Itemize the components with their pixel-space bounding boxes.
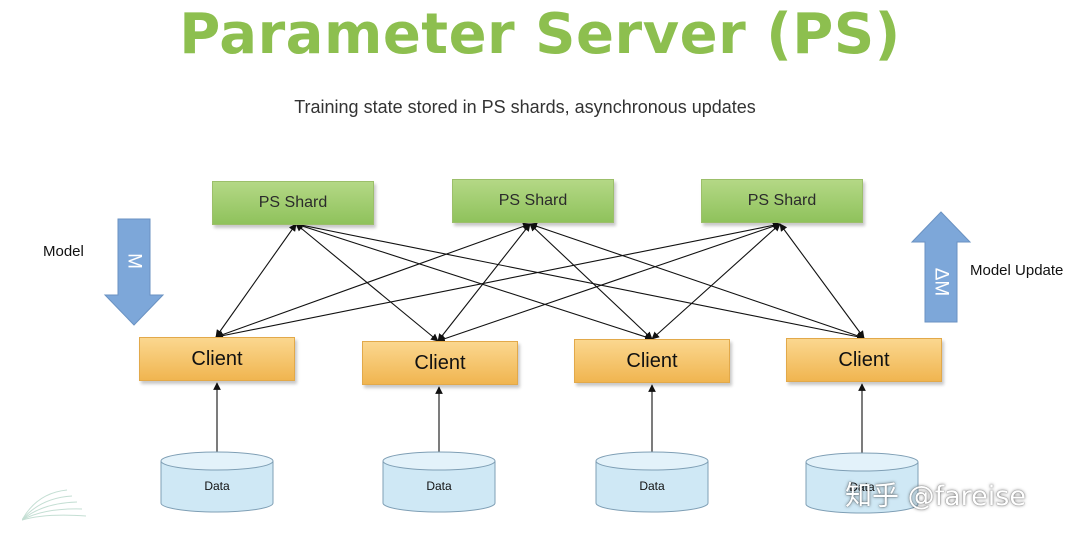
client-1: Client	[139, 337, 295, 381]
client-label: Client	[838, 348, 890, 371]
edge-shard1-client1	[215, 223, 297, 338]
data-label: Data	[426, 479, 452, 493]
data-cylinder-top	[382, 451, 496, 471]
data-cylinder-top	[805, 452, 919, 472]
data-cylinder-body	[805, 462, 919, 514]
diagram-subtitle: Training state stored in PS shards, asyn…	[294, 97, 756, 117]
model-update-arrow-shape	[910, 211, 972, 323]
data-cylinder-body	[595, 461, 709, 513]
client-3: Client	[574, 339, 730, 383]
data-store-1: Data	[160, 451, 274, 513]
edge-shard2-client1	[215, 222, 531, 339]
edge-shard3-client4	[779, 223, 865, 339]
client-4: Client	[786, 338, 942, 382]
ps-shard-1: PS Shard	[212, 181, 374, 225]
data-store-4: Data	[805, 452, 919, 514]
client-2: Client	[362, 341, 518, 385]
model-arrow-shape	[103, 218, 165, 326]
client-label: Client	[191, 347, 243, 370]
data-cylinder-body	[382, 461, 496, 513]
edge-shard2-client2	[437, 223, 531, 342]
ps-shard-label: PS Shard	[498, 192, 568, 209]
data-store-2: Data	[382, 451, 496, 513]
model-arrow-glyph: M	[124, 253, 145, 269]
ps-shard-label: PS Shard	[258, 194, 328, 211]
data-store-3: Data	[595, 451, 709, 513]
client-label: Client	[626, 349, 678, 372]
model-flow-arrows: M ΔM	[103, 211, 972, 326]
shard-client-edges	[215, 221, 865, 343]
ps-shard-2: PS Shard	[452, 179, 614, 223]
client-label: Client	[414, 351, 466, 374]
model-update-arrow-glyph: ΔM	[931, 268, 952, 297]
data-cylinder-top	[595, 451, 709, 471]
model-update-label: Model Update	[970, 262, 1064, 279]
edge-shard1-client3	[295, 222, 653, 341]
data-label: Data	[204, 479, 230, 493]
model-arrow: M	[103, 218, 165, 326]
data-label: Data	[849, 480, 875, 494]
corner-decoration-icon	[22, 489, 87, 521]
data-label: Data	[639, 479, 665, 493]
model-label: Model	[43, 243, 84, 260]
edge-shard2-client3	[529, 223, 653, 340]
data-client-links	[213, 382, 866, 455]
model-update-arrow: ΔM	[910, 211, 972, 323]
ps-shard-3: PS Shard	[701, 179, 863, 223]
diagram-title: Parameter Server (PS)	[179, 2, 901, 67]
edge-shard3-client3	[651, 223, 781, 340]
ps-shard-label: PS Shard	[747, 192, 817, 209]
data-stores: Data Data Data Data	[160, 451, 919, 514]
data-cylinder-top	[160, 451, 274, 471]
data-cylinder-body	[160, 461, 274, 513]
watermark: 知乎 @fareise	[845, 481, 1026, 512]
